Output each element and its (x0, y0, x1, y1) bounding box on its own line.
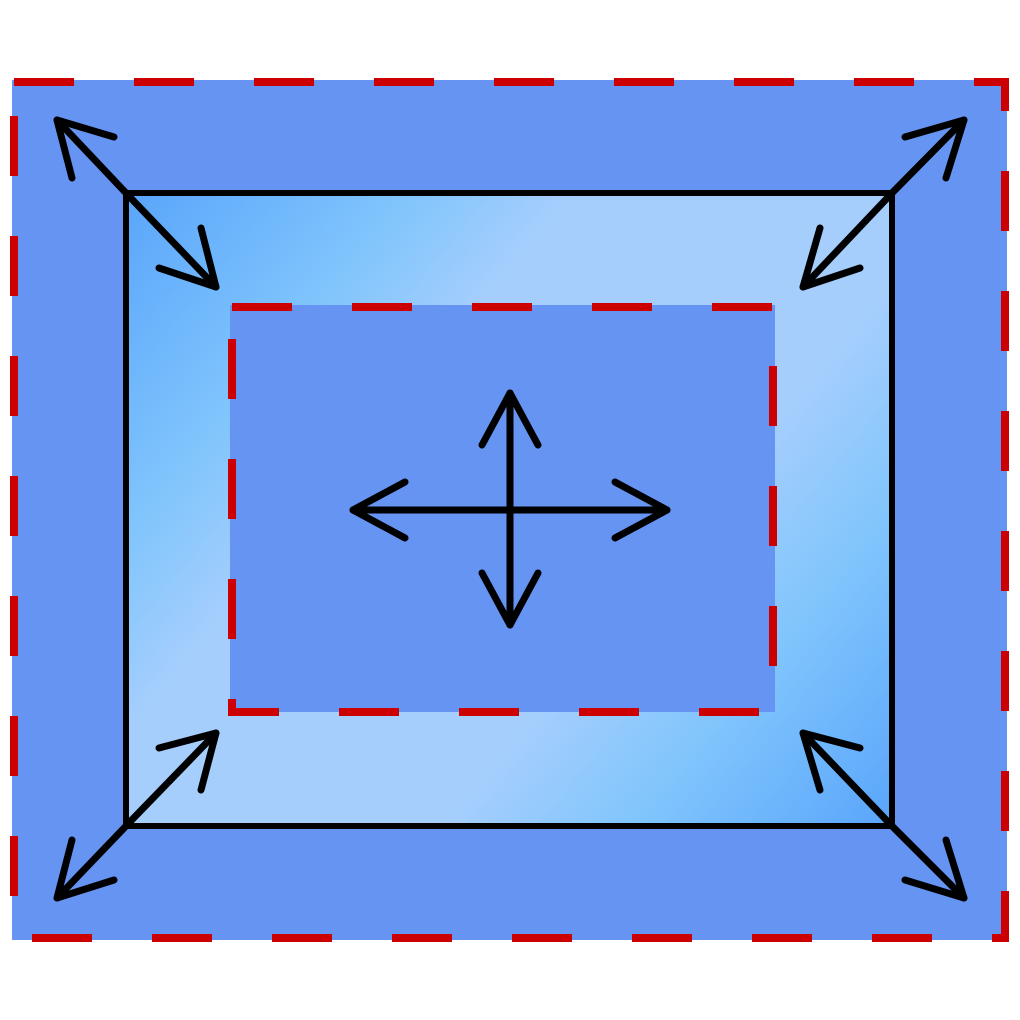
inner-dashed-border (228, 303, 777, 716)
move-cross-icon[interactable] (349, 389, 671, 629)
arrow-top-left-outward-icon[interactable] (53, 116, 130, 197)
arrow-bottom-right-inward-icon[interactable] (799, 729, 896, 830)
arrow-bottom-left-outward-icon[interactable] (53, 822, 130, 902)
arrow-top-left-inward-icon[interactable] (122, 189, 220, 291)
arrow-bottom-left-inward-icon[interactable] (122, 729, 220, 830)
outer-dashed-border (10, 78, 1009, 942)
arrow-top-right-outward-icon[interactable] (888, 116, 968, 197)
arrow-top-right-inward-icon[interactable] (799, 189, 896, 291)
arrow-bottom-right-outward-icon[interactable] (888, 822, 968, 902)
